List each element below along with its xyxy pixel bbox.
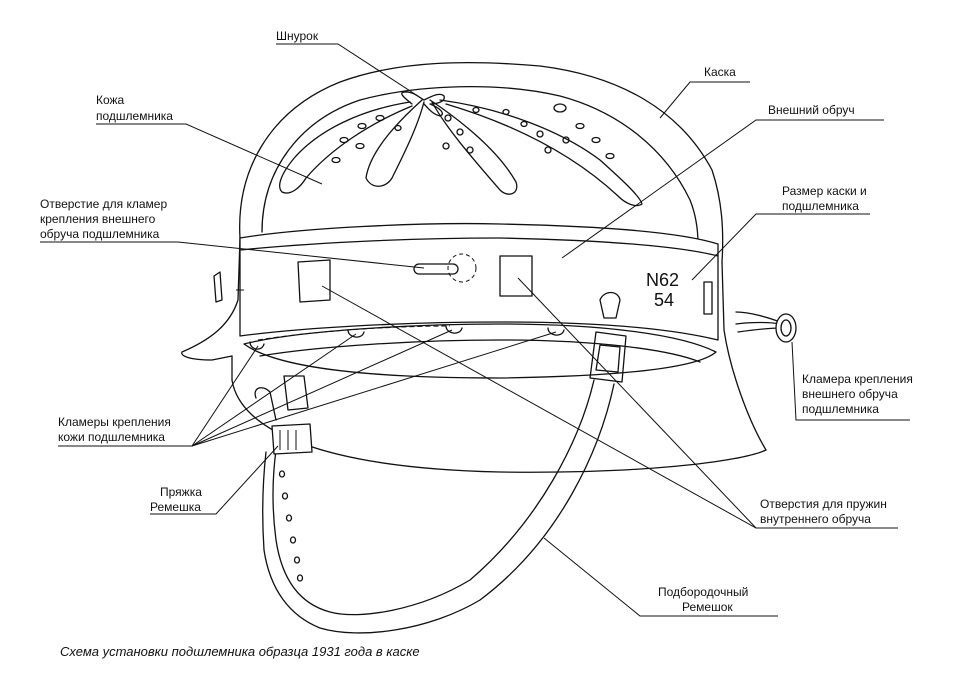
leather-clamp-mid <box>445 325 463 334</box>
leader-lines <box>40 43 910 617</box>
band-clamp-slot <box>413 263 459 275</box>
label-size-1: Размер каски и <box>782 184 867 198</box>
leather-clamp-right <box>547 327 565 336</box>
helmet-rim <box>231 379 767 473</box>
label-band-clamp-1: Кламера крепления <box>802 372 913 386</box>
helmet-shell <box>239 61 724 263</box>
label-spring-holes-2: внутреннего обруча <box>760 512 871 526</box>
outer-band <box>239 222 719 341</box>
label-outer-band: Внешний обруч <box>768 103 855 117</box>
clamp-hole-circle <box>447 253 477 283</box>
label-clamp-hole-3: обруча подшлемника <box>40 227 160 241</box>
label-buckle-1: Пряжка <box>160 485 202 499</box>
helmet-left-flare <box>181 237 241 361</box>
right-side-slot <box>703 281 713 315</box>
label-chinstrap-1: Подбородочный <box>658 585 748 599</box>
band-inner-rim <box>243 323 717 379</box>
left-rivet <box>213 271 223 303</box>
spring-hole-right <box>499 255 533 297</box>
size-marking-line1: N62 <box>646 270 679 290</box>
chinstrap <box>254 291 627 634</box>
label-helmet: Каска <box>704 65 736 79</box>
label-liner-leather-1: Кожа <box>96 93 125 107</box>
helmet-drawing <box>181 61 797 634</box>
label-spring-holes-1: Отверстия для пружин <box>760 497 887 511</box>
band-clamp-part <box>735 311 797 343</box>
label-leather-clamps-1: Кламеры крепления <box>58 415 171 429</box>
spring-hole-left <box>297 259 331 303</box>
label-leather-clamps-2: кожи подшлемника <box>58 430 165 444</box>
lace-knot <box>401 91 445 117</box>
label-band-clamp-3: подшлемника <box>802 402 879 416</box>
label-buckle-2: Ремешка <box>150 500 201 514</box>
label-band-clamp-2: внешнего обруча <box>802 387 898 401</box>
size-marking-line2: 54 <box>654 290 674 310</box>
leather-perforations <box>331 103 615 164</box>
label-lace: Шнурок <box>276 29 319 43</box>
label-liner-leather-2: подшлемника <box>96 109 173 123</box>
label-clamp-hole-2: крепления внешнего <box>40 212 156 226</box>
label-size-2: подшлемника <box>782 199 859 213</box>
label-chinstrap-2: Ремешок <box>682 600 733 614</box>
liner-leather <box>261 86 699 245</box>
label-clamp-hole-1: Отверстие для кламер <box>40 197 167 211</box>
labels: Шнурок Каска Кожа подшлемника Внешний об… <box>40 29 913 614</box>
diagram-caption: Схема установки подшлемника образца 1931… <box>60 644 420 659</box>
leather-clamp-mid-left <box>347 329 365 338</box>
buckle <box>271 423 313 455</box>
helmet-right-skirt <box>721 261 767 451</box>
